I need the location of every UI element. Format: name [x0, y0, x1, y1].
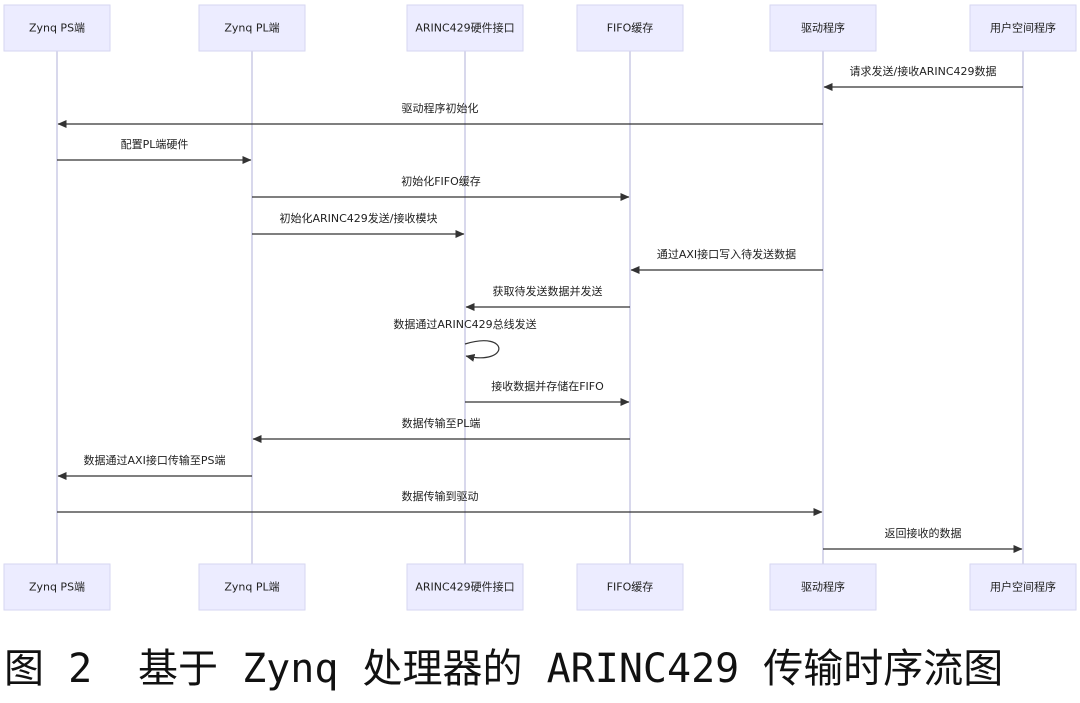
actor-box	[406, 563, 524, 611]
actor-label: FIFO缓存	[607, 580, 654, 594]
message-5: 初始化ARINC429发送/接收模块	[252, 211, 465, 238]
figure-title: 基于 Zynq 处理器的 ARINC429 传输时序流图	[138, 646, 1004, 692]
message-7: 获取待发送数据并发送	[465, 284, 630, 311]
actor-label: ARINC429硬件接口	[415, 22, 514, 35]
actor-pl-top: Zynq PL端	[198, 4, 306, 52]
message-4: 初始化FIFO缓存	[252, 174, 630, 201]
message-9: 接收数据并存储在FIFO	[465, 379, 630, 406]
actor-fifo-bottom: FIFO缓存	[576, 563, 684, 611]
message-label: 请求发送/接收ARINC429数据	[849, 64, 996, 78]
actor-label: Zynq PS端	[29, 581, 85, 594]
actor-box	[769, 4, 877, 52]
actor-label: Zynq PL端	[224, 581, 279, 594]
message-label: 接收数据并存储在FIFO	[491, 379, 604, 393]
message-3: 配置PL端硬件	[57, 138, 252, 164]
actor-box	[406, 4, 524, 52]
actor-label: 驱动程序	[801, 21, 845, 35]
message-1: 请求发送/接收ARINC429数据	[823, 64, 1023, 91]
message-2: 驱动程序初始化	[57, 101, 823, 128]
actor-fifo-top: FIFO缓存	[576, 4, 684, 52]
message-8: 数据通过ARINC429总线发送	[393, 317, 537, 362]
actor-label: Zynq PS端	[29, 22, 85, 35]
actor-box	[969, 563, 1077, 611]
actor-user-bottom: 用户空间程序	[969, 563, 1077, 611]
actor-ps-bottom: Zynq PS端	[3, 563, 111, 611]
message-label: 数据通过AXI接口传输至PS端	[84, 453, 226, 467]
actor-label: 用户空间程序	[990, 580, 1056, 594]
actor-box	[576, 4, 684, 52]
actor-arinc-bottom: ARINC429硬件接口	[406, 563, 524, 611]
actor-arinc-top: ARINC429硬件接口	[406, 4, 524, 52]
message-11: 数据通过AXI接口传输至PS端	[57, 453, 252, 480]
figure-label: 图 2	[4, 646, 93, 692]
actor-box	[3, 4, 111, 52]
actor-box	[198, 4, 306, 52]
message-label: 驱动程序初始化	[402, 101, 479, 115]
actor-box	[3, 563, 111, 611]
figure-caption: 图 2 基于 Zynq 处理器的 ARINC429 传输时序流图	[0, 640, 1080, 698]
message-10: 数据传输至PL端	[252, 416, 630, 443]
actor-label: 用户空间程序	[990, 21, 1056, 35]
message-6: 通过AXI接口写入待发送数据	[630, 247, 823, 274]
actor-label: FIFO缓存	[607, 21, 654, 35]
message-13: 返回接收的数据	[823, 526, 1023, 553]
actor-box	[969, 4, 1077, 52]
message-label: 通过AXI接口写入待发送数据	[657, 247, 796, 261]
message-label: 初始化FIFO缓存	[401, 174, 481, 188]
actor-user-top: 用户空间程序	[969, 4, 1077, 52]
actor-driver-bottom: 驱动程序	[769, 563, 877, 611]
message-label: 获取待发送数据并发送	[493, 284, 603, 298]
self-message-arrow	[464, 340, 500, 362]
message-label: 数据通过ARINC429总线发送	[393, 317, 536, 331]
actor-pl-bottom: Zynq PL端	[198, 563, 306, 611]
actor-driver-top: 驱动程序	[769, 4, 877, 52]
actor-ps-top: Zynq PS端	[3, 4, 111, 52]
actor-label: ARINC429硬件接口	[415, 581, 514, 594]
message-label: 数据传输至PL端	[402, 416, 481, 430]
message-label: 数据传输到驱动	[402, 489, 479, 503]
message-12: 数据传输到驱动	[57, 489, 823, 516]
actor-box	[769, 563, 877, 611]
actor-box	[198, 563, 306, 611]
message-label: 初始化ARINC429发送/接收模块	[279, 211, 437, 225]
message-label: 返回接收的数据	[885, 526, 962, 540]
actor-label: 驱动程序	[801, 580, 845, 594]
actor-box	[576, 563, 684, 611]
message-label: 配置PL端硬件	[121, 138, 189, 151]
actor-label: Zynq PL端	[224, 22, 279, 35]
